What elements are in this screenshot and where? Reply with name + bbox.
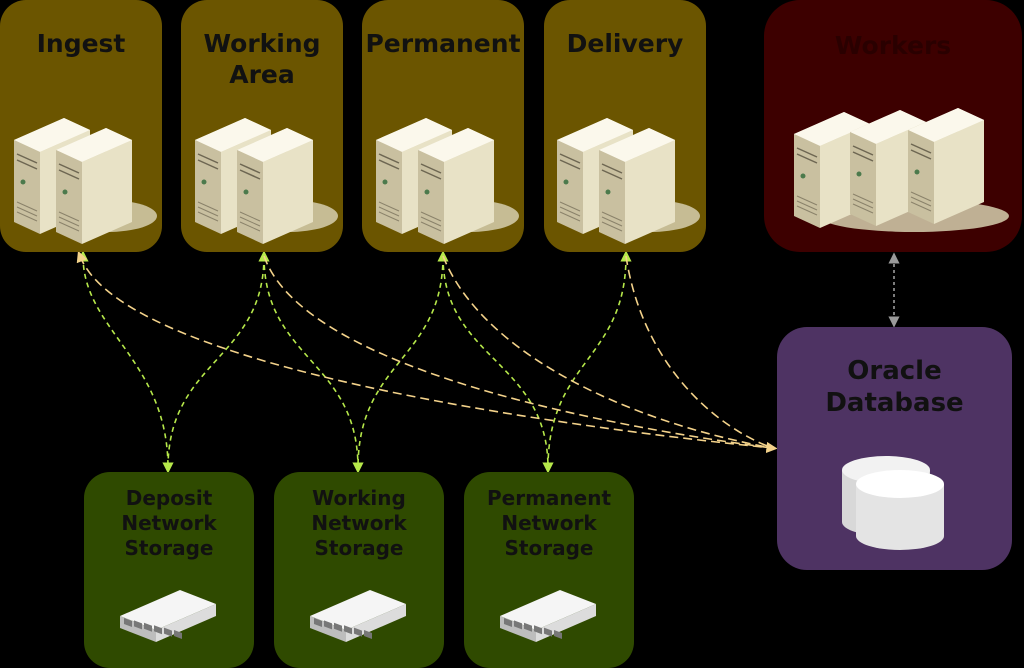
workers-server-icon	[794, 108, 1009, 232]
server-label: Ingest	[36, 29, 126, 58]
storage-label: Working Network Storage	[311, 486, 407, 560]
workers-label: Workers	[834, 31, 952, 60]
link-ingest-deposit-storage	[77, 250, 174, 474]
database-icon	[842, 456, 944, 550]
link-permanent-database	[442, 255, 773, 449]
link-delivery-database	[625, 255, 773, 449]
storage-label: Permanent Network Storage	[486, 486, 612, 560]
server-label: Delivery	[566, 29, 684, 58]
server-label: Permanent	[365, 29, 521, 58]
link-delivery-permanent-storage	[547, 250, 632, 469]
link-permanent-working-storage	[357, 250, 449, 469]
server-icon	[195, 118, 338, 244]
link-working-working-storage	[263, 255, 364, 474]
storage-rack-icon	[310, 590, 406, 642]
storage-rack-icon	[120, 590, 216, 642]
database-label: Oracle Database	[825, 356, 964, 418]
server-icon	[557, 118, 700, 244]
server-label: Working Area	[203, 29, 321, 89]
link-working-database	[263, 255, 773, 449]
server-icon	[14, 118, 157, 244]
storage-rack-icon	[500, 590, 596, 642]
link-ingest-database	[76, 250, 778, 453]
link-working-deposit-storage	[167, 250, 270, 469]
link-permanent-permanent-storage	[442, 255, 554, 474]
storage-label: Deposit Network Storage	[121, 486, 217, 560]
server-icon	[376, 118, 519, 244]
